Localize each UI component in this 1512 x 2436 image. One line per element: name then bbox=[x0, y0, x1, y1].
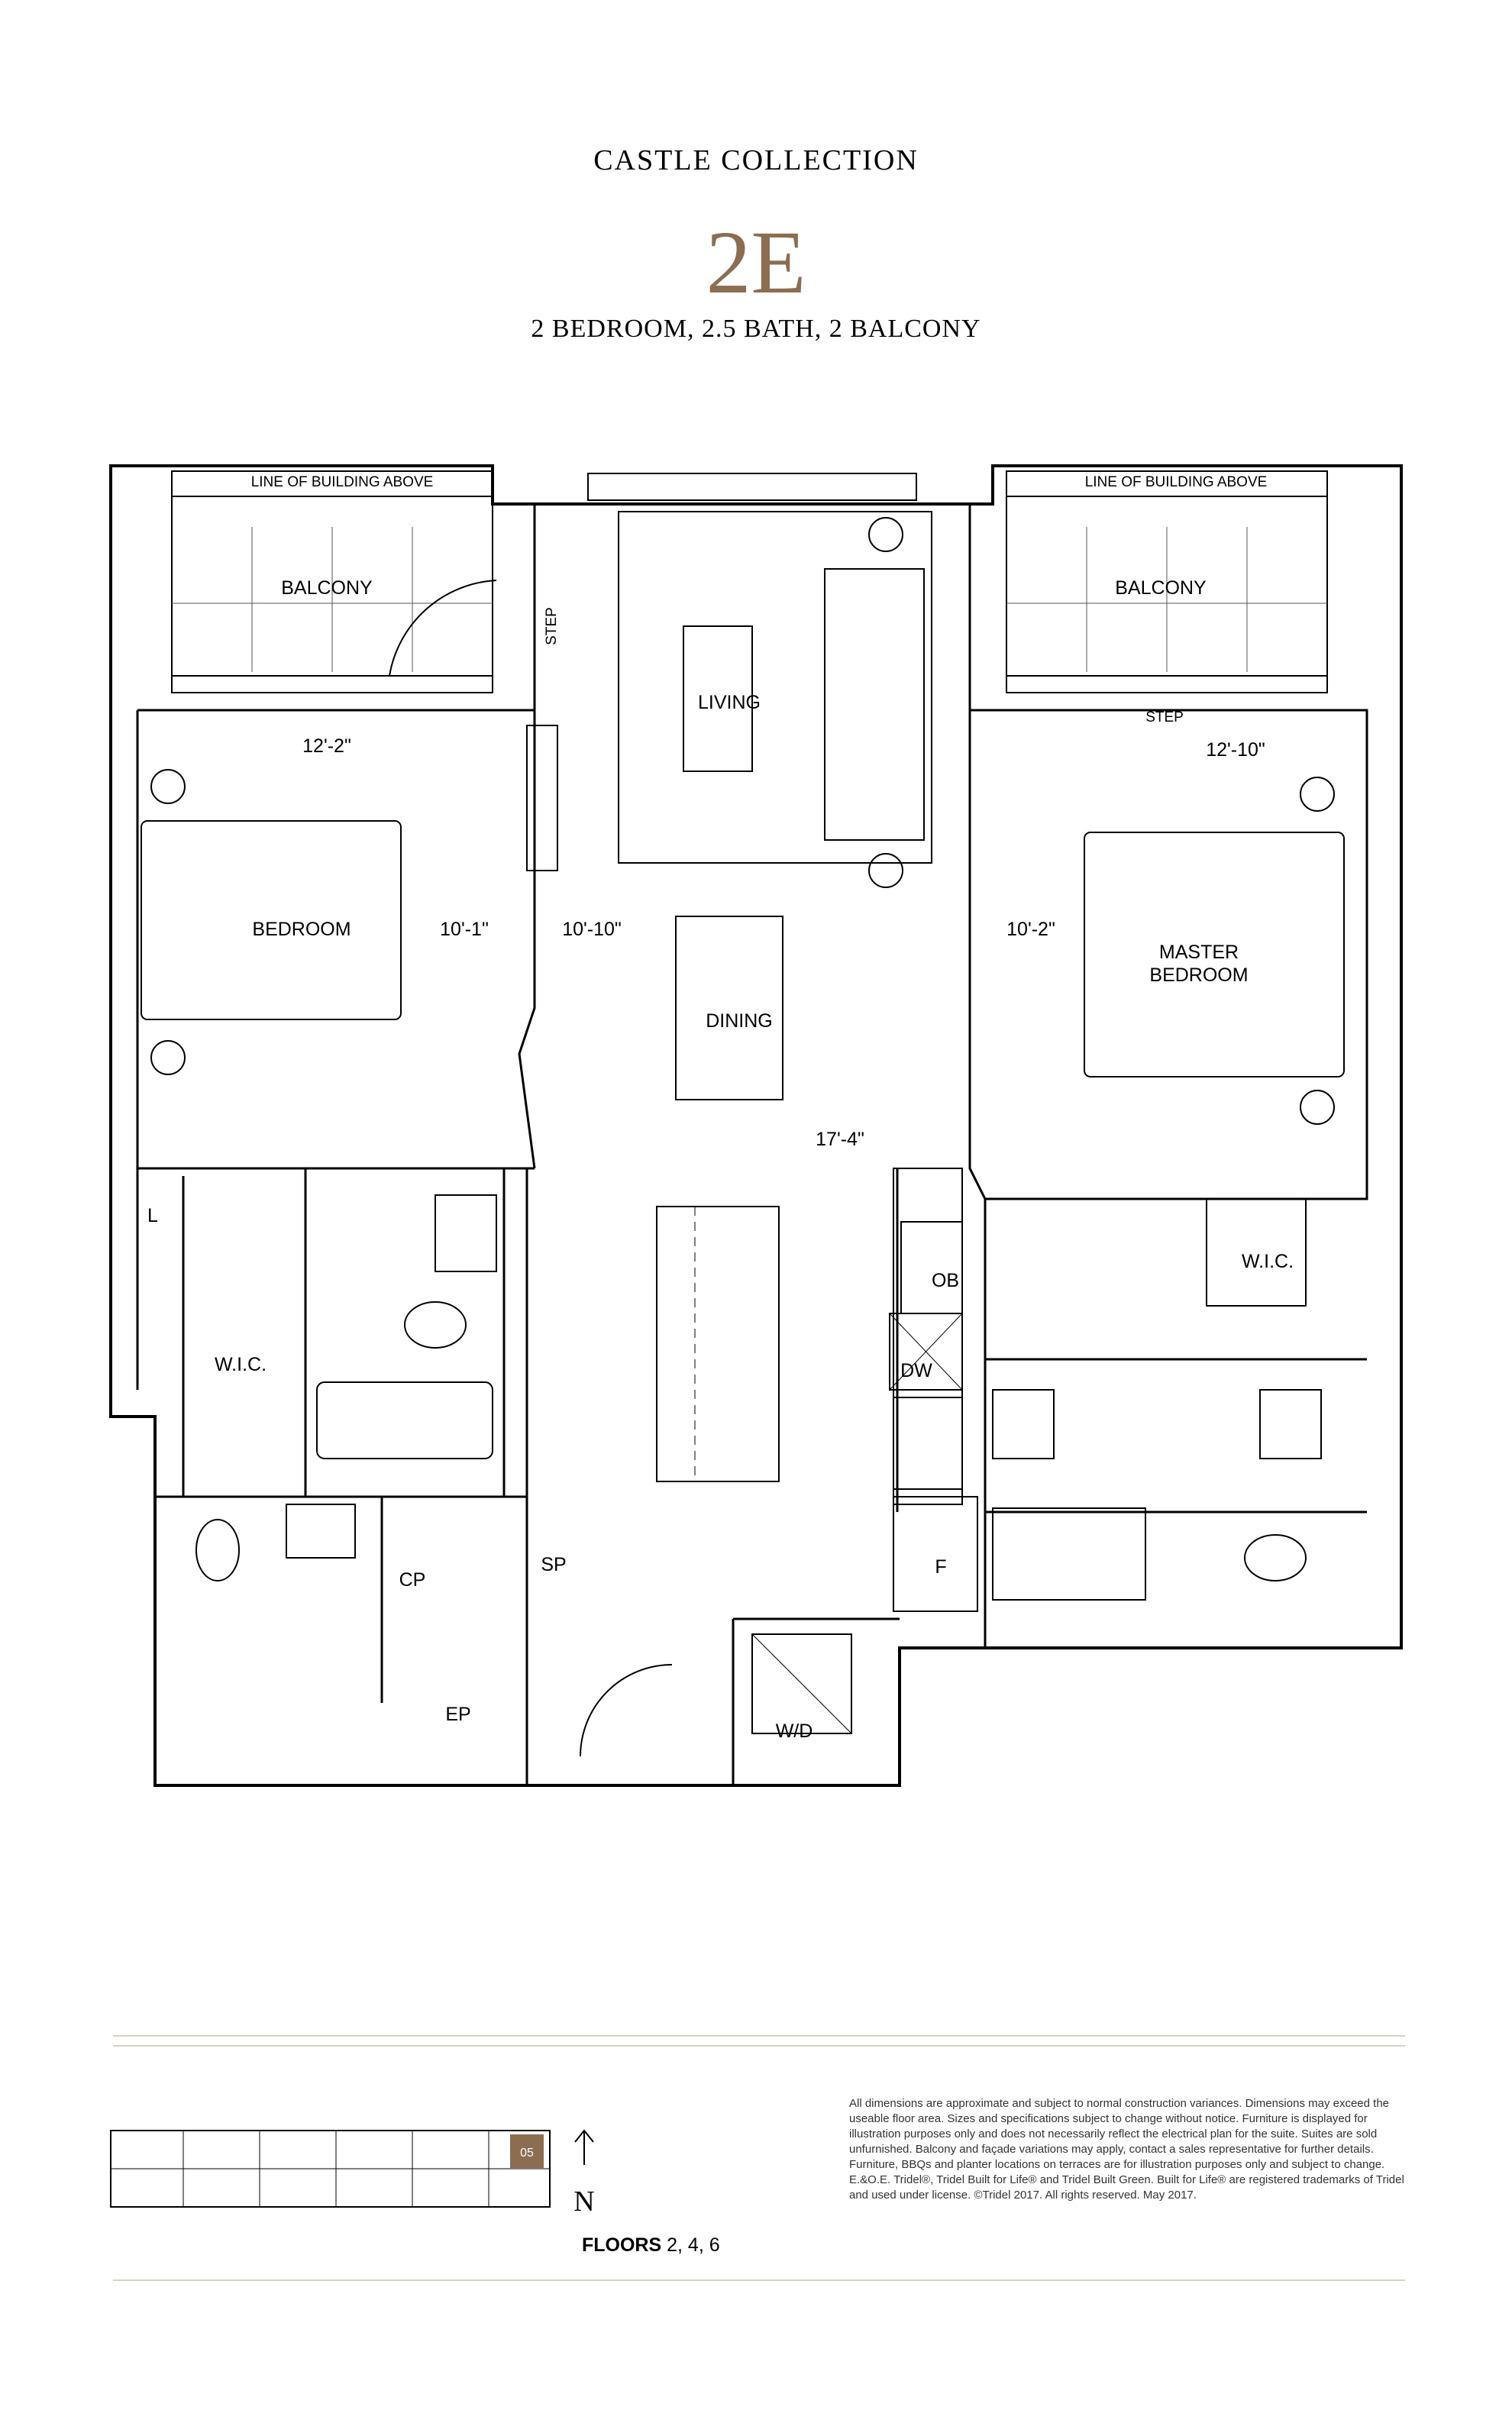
label-step-right: STEP bbox=[1145, 709, 1184, 725]
key-plan-suite-number: 05 bbox=[520, 2147, 534, 2160]
north-arrow-icon bbox=[574, 2129, 594, 2165]
label-master-line1: MASTER bbox=[1159, 942, 1239, 963]
north-label: N bbox=[573, 2186, 594, 2218]
label-wd: W/D bbox=[776, 1720, 813, 1742]
label-sp: SP bbox=[541, 1554, 566, 1575]
label-linen: L bbox=[147, 1205, 158, 1226]
disclaimer: All dimensions are approximate and subje… bbox=[849, 2097, 1404, 2202]
suite-name: 2E bbox=[706, 212, 806, 312]
collection-title: CASTLE COLLECTION bbox=[593, 144, 919, 176]
label-wic-right: W.I.C. bbox=[1242, 1251, 1294, 1272]
divider-top-2 bbox=[113, 2045, 1405, 2047]
dim-bedroom-width: 12'-2" bbox=[302, 735, 351, 757]
dim-living-width: 10'-10" bbox=[562, 919, 622, 940]
label-ep: EP bbox=[445, 1704, 470, 1725]
suite-description: 2 BEDROOM, 2.5 BATH, 2 BALCONY bbox=[531, 315, 981, 343]
divider-bottom bbox=[113, 2279, 1405, 2281]
dim-bedroom-depth: 10'-1" bbox=[440, 919, 489, 940]
label-line-above-right: LINE OF BUILDING ABOVE bbox=[1085, 474, 1268, 490]
label-step-left: STEP bbox=[544, 607, 560, 645]
floors-values: 2, 4, 6 bbox=[667, 2234, 720, 2256]
label-dining: DINING bbox=[706, 1010, 773, 1032]
label-oven: OB bbox=[932, 1270, 959, 1291]
dim-master-width: 12'-10" bbox=[1206, 739, 1265, 761]
floors-info: FLOORS 2, 4, 6 bbox=[582, 2234, 720, 2257]
label-master-line2: BEDROOM bbox=[1149, 964, 1248, 986]
label-wic-left: W.I.C. bbox=[215, 1354, 267, 1375]
label-bedroom: BEDROOM bbox=[252, 919, 351, 940]
label-balcony-left: BALCONY bbox=[281, 577, 373, 599]
key-plan-highlight bbox=[510, 2134, 544, 2168]
dim-master-depth: 10'-2" bbox=[1006, 919, 1055, 940]
label-dishwasher: DW bbox=[900, 1360, 932, 1381]
label-cp: CP bbox=[399, 1569, 426, 1591]
dim-dining-length: 17'-4" bbox=[816, 1129, 864, 1150]
key-plan bbox=[110, 2130, 551, 2208]
label-fridge: F bbox=[935, 1556, 946, 1578]
floors-label: FLOORS bbox=[582, 2234, 662, 2256]
label-line-above-left: LINE OF BUILDING ABOVE bbox=[251, 474, 434, 490]
label-balcony-right: BALCONY bbox=[1115, 577, 1207, 599]
divider-top bbox=[113, 2035, 1405, 2037]
label-living: LIVING bbox=[698, 692, 761, 713]
